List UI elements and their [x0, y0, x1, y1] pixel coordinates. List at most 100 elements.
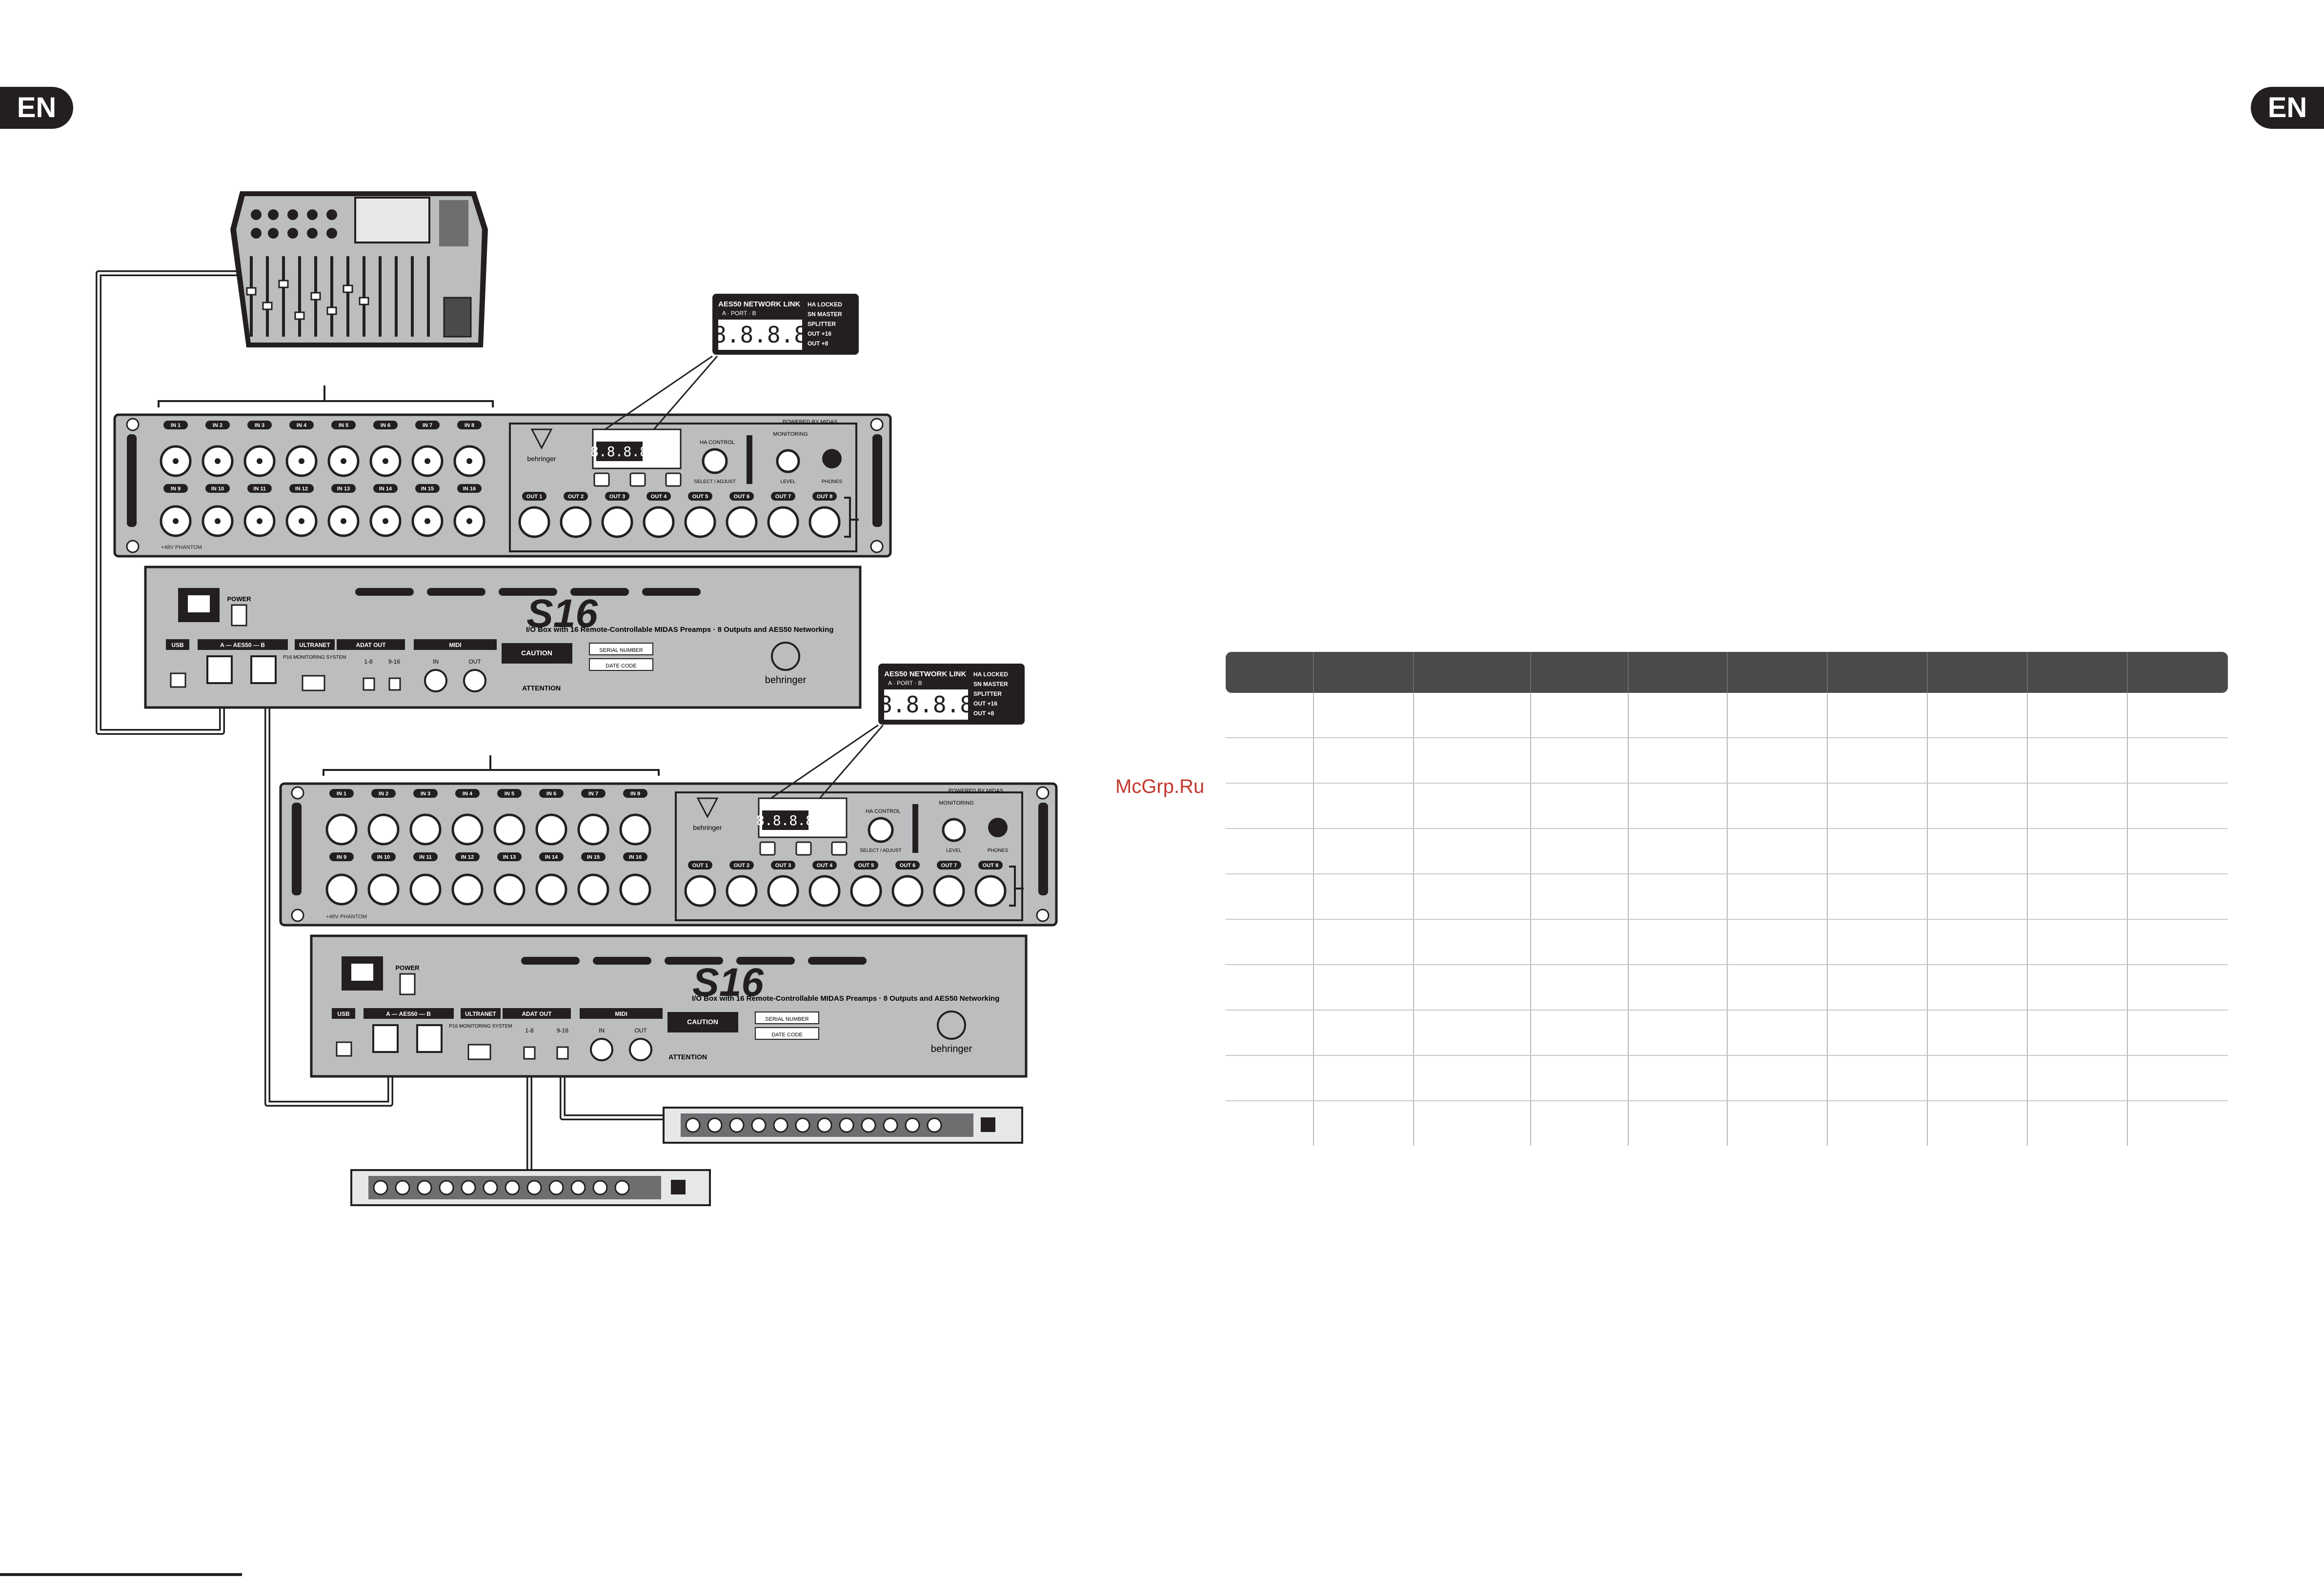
table-cell [2027, 919, 2127, 965]
table-cell [1413, 1101, 1531, 1146]
table-row [1226, 919, 2228, 965]
midi-out-port [629, 1038, 652, 1061]
table-row [1226, 874, 2228, 920]
table-cell [2127, 1010, 2228, 1056]
select-adjust-knob [702, 448, 728, 474]
watermark-text: McGrp.Ru [1115, 776, 1205, 797]
table-cell [1313, 738, 1414, 784]
table-cell [2127, 738, 2228, 784]
table-cell [2027, 783, 2127, 829]
table-cell [1727, 1010, 1827, 1056]
svg-text:8.8.8.8: 8.8.8.8 [713, 322, 808, 348]
column-header [1413, 652, 1531, 693]
table-cell [1927, 1055, 2027, 1101]
table-row [1226, 783, 2228, 829]
table-cell [1530, 919, 1628, 965]
svg-text:MIDI: MIDI [615, 1011, 627, 1017]
input-label: IN 5 [505, 791, 514, 797]
table-cell [2027, 1010, 2127, 1056]
power-switch [399, 973, 416, 995]
input-label: IN 7 [423, 423, 432, 428]
svg-text:1-8: 1-8 [525, 1027, 534, 1034]
output-label: OUT 2 [734, 863, 749, 869]
table-cell [1827, 1010, 1927, 1056]
stagebox-2-front: IN 1 IN 2 IN 3 IN 4 IN 5 IN 6 IN 7 IN 8 … [279, 755, 1058, 927]
output-label: OUT 3 [609, 494, 625, 500]
table-row [1226, 1055, 2228, 1101]
column-header [1313, 652, 1414, 693]
table-cell [1628, 783, 1727, 829]
input-label: IN 11 [419, 854, 432, 860]
input-label: IN 3 [421, 791, 430, 797]
stagebox-1-front: IN 1 IN 2 IN 3 IN 4 IN 5 IN 6 IN 7 IN 8 … [113, 385, 892, 558]
svg-text:S16: S16 [692, 960, 764, 1005]
input-label: IN 14 [545, 854, 558, 860]
svg-text:OUT +16: OUT +16 [808, 330, 831, 337]
output-label: OUT 8 [983, 863, 998, 869]
input-label: IN 3 [255, 423, 264, 428]
input-label: IN 7 [588, 791, 598, 797]
table-cell [1727, 965, 1827, 1011]
table-cell [1727, 1055, 1827, 1101]
input-label: IN 5 [339, 423, 348, 428]
select-adjust-knob [868, 817, 894, 843]
input-label: IN 1 [171, 423, 181, 428]
table-cell [1530, 738, 1628, 784]
table-cell [1530, 783, 1628, 829]
led-display [596, 442, 643, 461]
svg-text:LEVEL: LEVEL [780, 479, 796, 485]
footer-rule [0, 1573, 242, 1576]
svg-text:A · PORT · B: A · PORT · B [888, 680, 922, 687]
monitor-level-knob [942, 818, 966, 842]
output-label: OUT 7 [775, 494, 791, 500]
table-cell [1226, 1055, 1314, 1101]
table-cell [1413, 829, 1531, 874]
usb-port [170, 672, 186, 688]
table-row [1226, 693, 2228, 738]
aes50-port-b [416, 1024, 443, 1053]
input-label: IN 16 [463, 486, 476, 492]
svg-text:SELECT / ADJUST: SELECT / ADJUST [860, 848, 901, 853]
table-cell [1827, 1055, 1927, 1101]
svg-text:P16 MONITORING SYSTEM: P16 MONITORING SYSTEM [449, 1024, 512, 1029]
input-label: IN 4 [463, 791, 473, 797]
svg-text:ADAT OUT: ADAT OUT [522, 1011, 552, 1017]
input-label: IN 15 [421, 486, 434, 492]
input-label: IN 8 [465, 423, 474, 428]
stagebox-2-rear: POWER S16 I/O Box with 16 Remote-Control… [310, 934, 1028, 1078]
table-cell [1727, 874, 1827, 920]
output-label: OUT 5 [858, 863, 874, 869]
svg-text:+48V PHANTOM: +48V PHANTOM [326, 914, 367, 920]
language-badge-right: EN [2251, 87, 2324, 129]
svg-text:9-16: 9-16 [557, 1027, 568, 1034]
svg-text:OUT: OUT [468, 658, 481, 665]
table-cell [1628, 1010, 1727, 1056]
table-cell [1226, 874, 1314, 920]
table-cell [1927, 1101, 2027, 1146]
table-cell [2027, 693, 2127, 738]
svg-text:HA CONTROL: HA CONTROL [700, 440, 735, 445]
output-label: OUT 1 [526, 494, 542, 500]
table-cell [2027, 874, 2127, 920]
table-cell [1413, 1055, 1531, 1101]
output-label: OUT 4 [817, 863, 833, 869]
table-cell [1413, 874, 1531, 920]
table-cell [2127, 783, 2228, 829]
output-label: OUT 6 [734, 494, 749, 500]
table-cell [1827, 693, 1927, 738]
input-label: IN 9 [171, 486, 181, 492]
svg-text:ULTRANET: ULTRANET [299, 642, 330, 648]
svg-text:ATTENTION: ATTENTION [522, 684, 561, 692]
svg-text:CAUTION: CAUTION [521, 649, 552, 657]
monitor-level-knob [776, 449, 800, 473]
table-cell [2127, 874, 2228, 920]
svg-text:HA CONTROL: HA CONTROL [866, 809, 901, 814]
table-cell [1827, 1101, 1927, 1146]
output-label: OUT 3 [775, 863, 791, 869]
table-cell [1927, 874, 2027, 920]
table-cell [1226, 783, 1314, 829]
svg-text:OUT +8: OUT +8 [808, 340, 829, 347]
column-header [1927, 652, 2027, 693]
table-header-row [1226, 652, 2228, 693]
aes50-callout-1: AES50 NETWORK LINK A · PORT · B 8.8.8.8 … [605, 294, 859, 430]
